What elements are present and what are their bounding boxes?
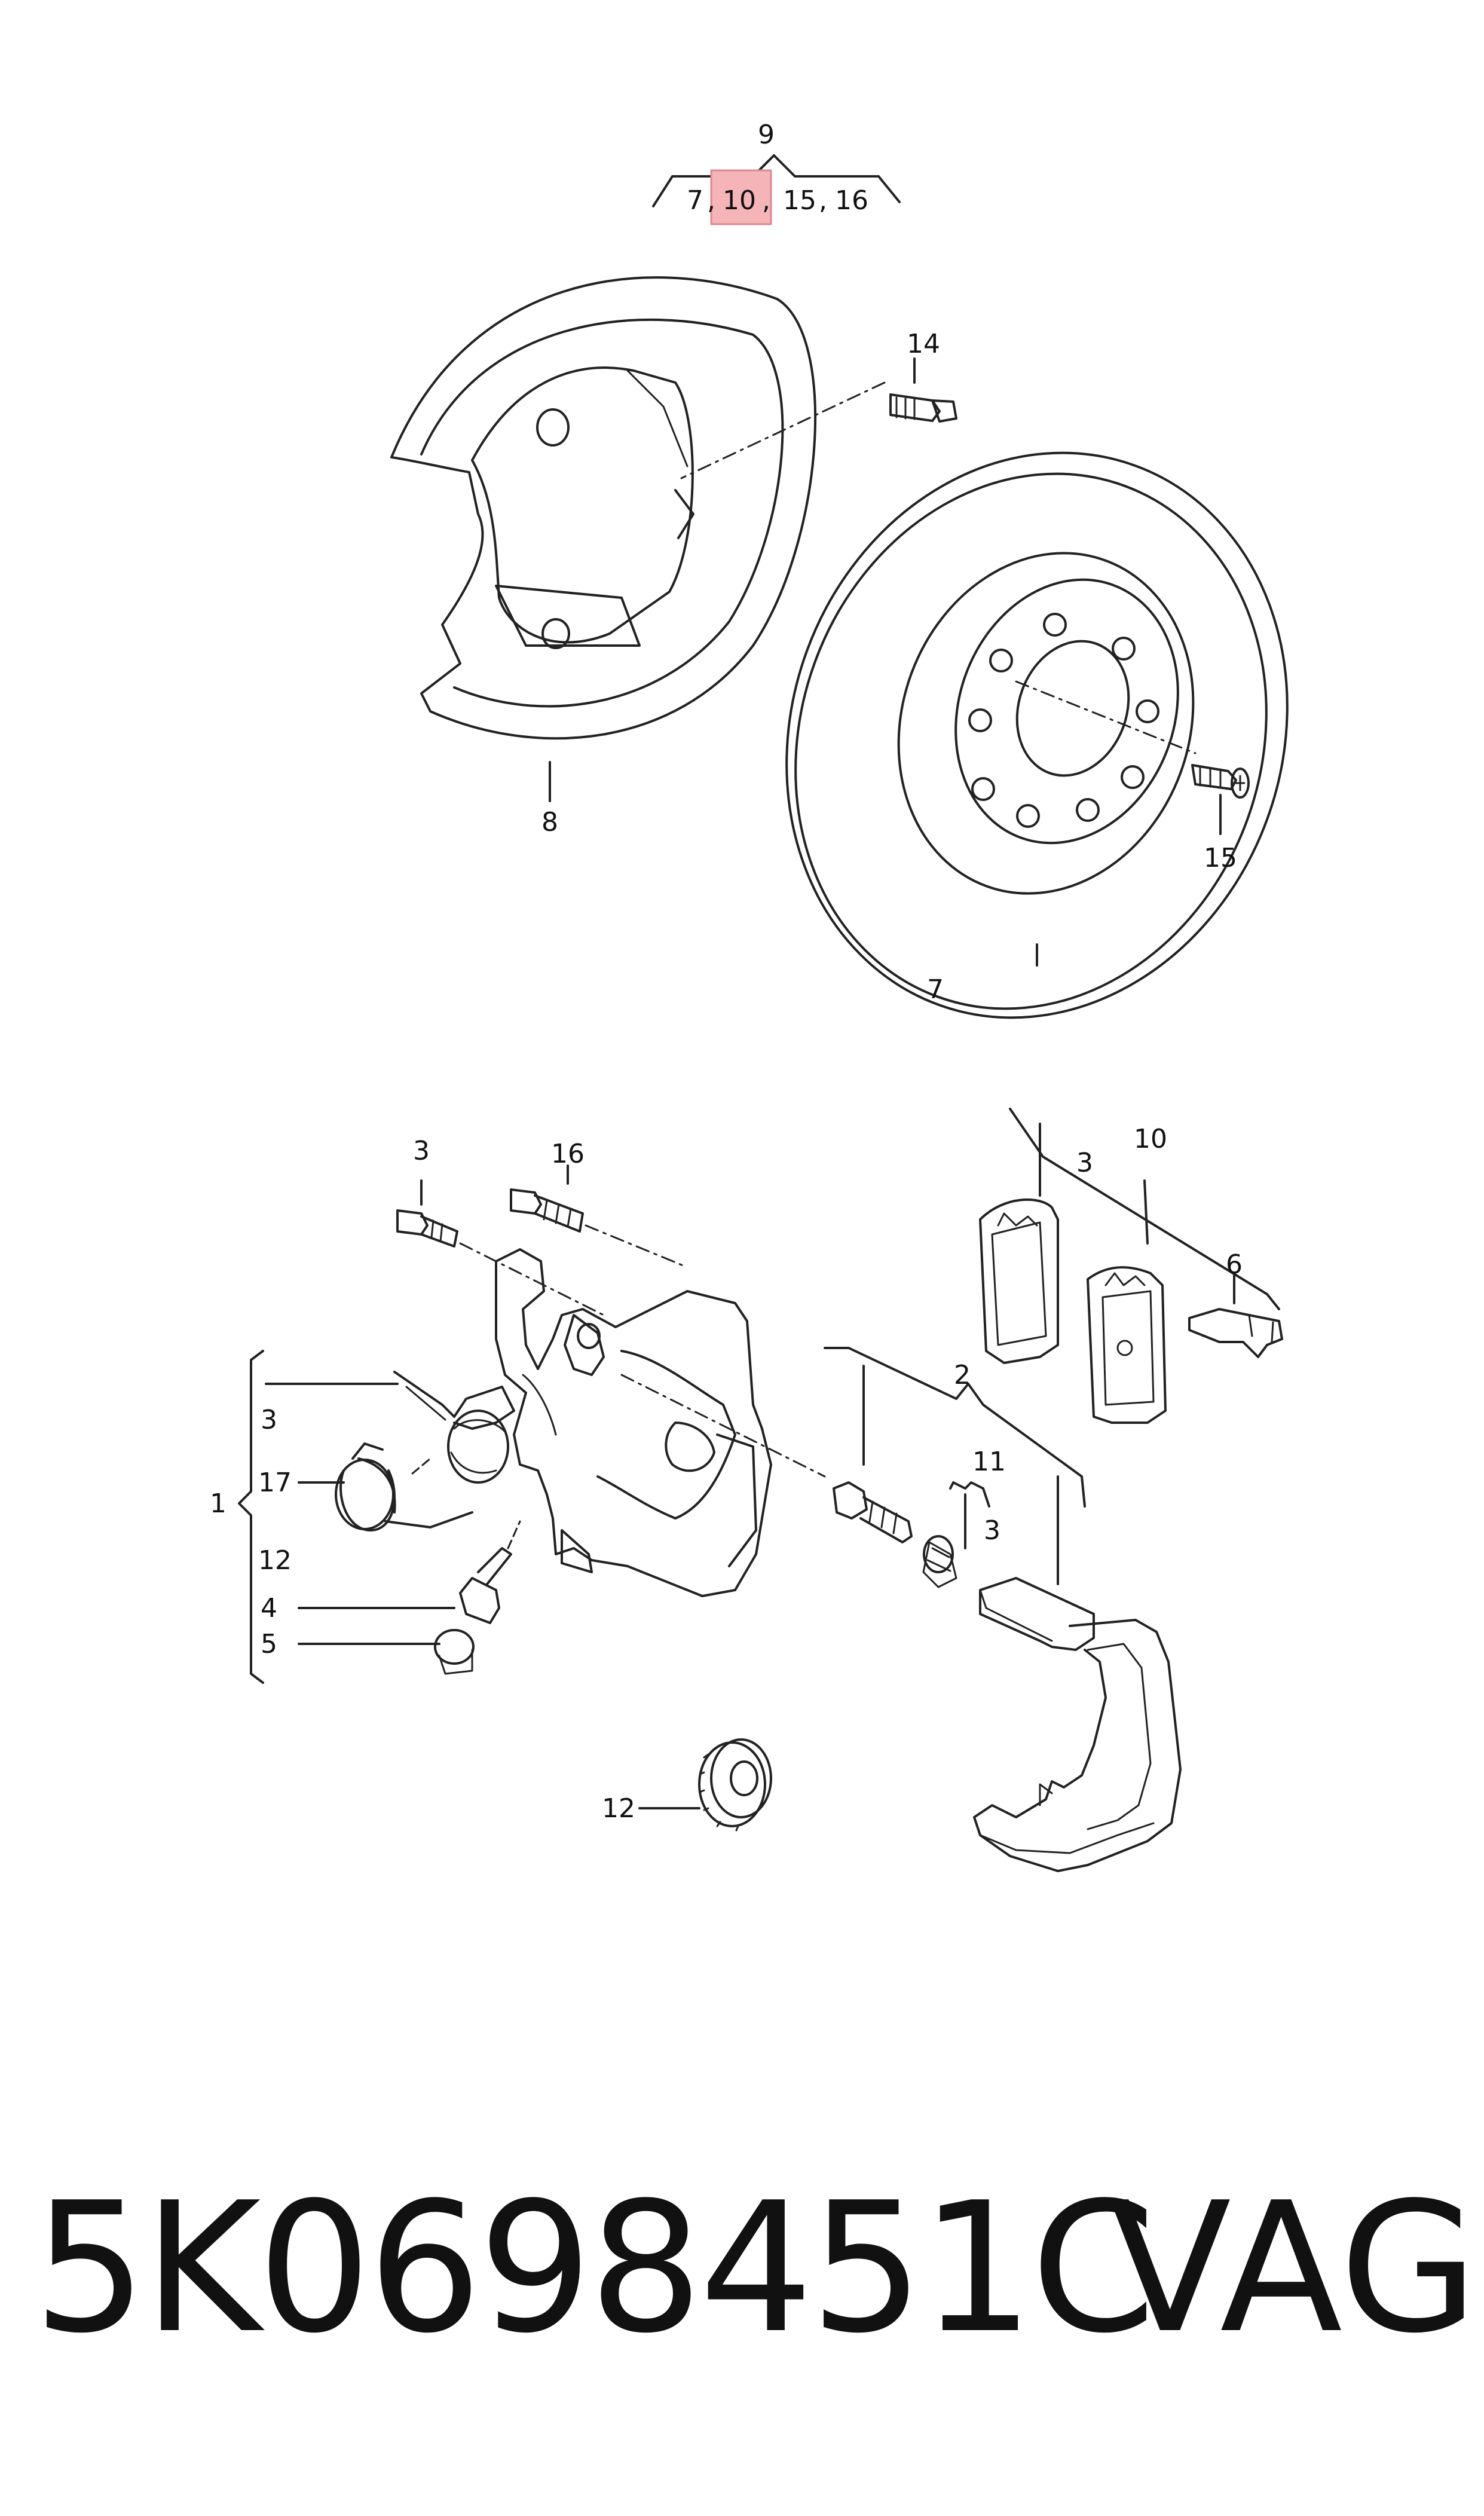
- spring-17[interactable]: [335, 1442, 473, 1531]
- group-item-7[interactable]: 7: [687, 185, 703, 216]
- callout-3-pads[interactable]: 3: [1076, 1148, 1093, 1178]
- callout-1[interactable]: 1: [210, 1488, 227, 1519]
- callout-3-guide[interactable]: 3: [984, 1515, 1000, 1546]
- bolt-16[interactable]: [510, 1164, 689, 1268]
- brake-pad-set[interactable]: [979, 1108, 1280, 1424]
- caliper-spring-clip[interactable]: [393, 1371, 515, 1430]
- bleeder-valve[interactable]: [459, 1520, 521, 1624]
- group-sep: ,: [819, 185, 827, 216]
- callout-10[interactable]: 10: [1134, 1124, 1167, 1154]
- callout-12-caliper[interactable]: 12: [258, 1545, 292, 1576]
- dust-cap[interactable]: [434, 1629, 475, 1675]
- leader-line: [1143, 1179, 1149, 1245]
- brake-exploded-diagram: 9 7 , 10 , 15 , 16 8 14: [210, 120, 1366, 1872]
- assembly-axis: [459, 1242, 605, 1316]
- caliper-group-brace: [238, 1350, 455, 1684]
- assembly-axis: [1015, 680, 1197, 754]
- caliper-housing[interactable]: [495, 1248, 826, 1597]
- callout-3-bolt[interactable]: 3: [413, 1136, 430, 1166]
- caliper-carrier[interactable]: [973, 1577, 1182, 1872]
- group-header-label: 9: [758, 120, 775, 150]
- callout-6[interactable]: 6: [1226, 1249, 1243, 1280]
- assembly-axis: [680, 381, 886, 479]
- callout-2[interactable]: 2: [954, 1360, 971, 1390]
- brand-name: VAG: [1109, 2164, 1479, 2373]
- sub-bracket: [949, 1481, 990, 1508]
- footer: 5K0698451C VAG: [33, 2164, 1478, 2373]
- group-item-10[interactable]: 10: [723, 185, 756, 216]
- callout-4[interactable]: 4: [261, 1593, 277, 1624]
- callout-11[interactable]: 11: [972, 1447, 1006, 1477]
- bolt-14[interactable]: [680, 357, 957, 479]
- reference-group: 9 7 , 10 , 15 , 16: [652, 120, 901, 225]
- pad-spring-6[interactable]: [1188, 1272, 1283, 1358]
- callout-17[interactable]: 17: [258, 1468, 292, 1498]
- callout-14[interactable]: 14: [907, 329, 940, 359]
- guide-pin-set[interactable]: [824, 1347, 1086, 1588]
- callout-12-seal[interactable]: 12: [602, 1793, 635, 1824]
- group-sep: ,: [707, 185, 715, 216]
- bolt-3[interactable]: [396, 1179, 605, 1316]
- seal-ring-12[interactable]: [638, 1738, 772, 1832]
- screw-15[interactable]: [1015, 680, 1250, 835]
- brake-disc[interactable]: [709, 382, 1366, 1089]
- caliper-boot[interactable]: [411, 1410, 509, 1484]
- assembly-axis: [620, 1374, 826, 1478]
- group-item-16[interactable]: 16: [835, 185, 868, 216]
- callout-3-caliper[interactable]: 3: [261, 1405, 277, 1435]
- guide-group-bracket: [824, 1347, 1086, 1508]
- group-bracket: [652, 154, 901, 207]
- callout-7[interactable]: 7: [927, 974, 944, 1005]
- callout-15[interactable]: 15: [1204, 843, 1237, 873]
- backing-plate[interactable]: [390, 276, 816, 802]
- group-sep: ,: [762, 185, 770, 216]
- assembly-axis: [585, 1224, 689, 1268]
- part-number: 5K0698451C: [33, 2164, 1156, 2373]
- callout-8[interactable]: 8: [541, 807, 558, 837]
- group-item-15[interactable]: 15: [783, 185, 816, 216]
- highlight-box: [710, 169, 772, 225]
- callout-5[interactable]: 5: [261, 1629, 277, 1659]
- pad-group-bracket: [1009, 1108, 1280, 1310]
- callout-16[interactable]: 16: [551, 1139, 585, 1169]
